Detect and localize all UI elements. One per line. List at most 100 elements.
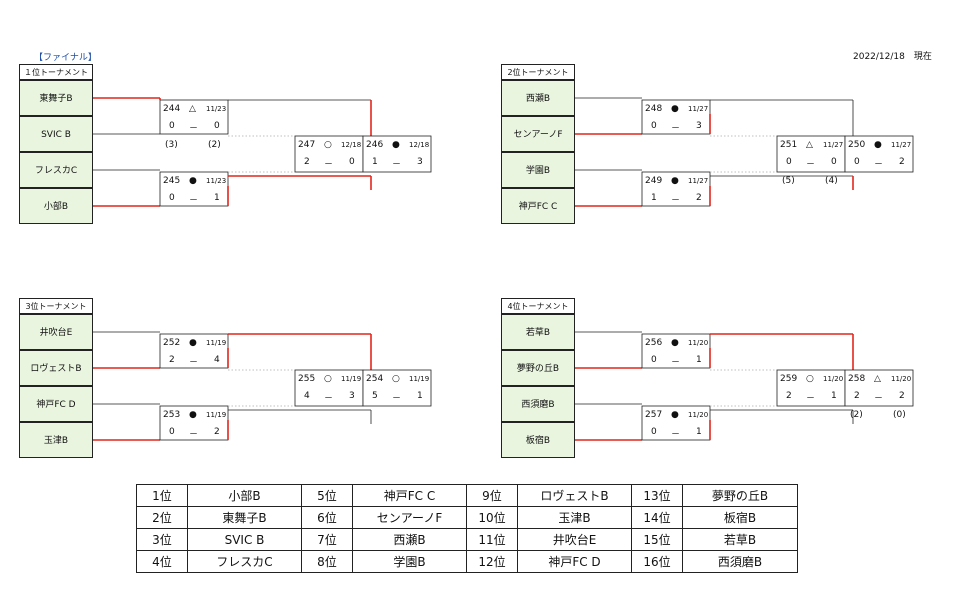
match-date: 12/18 [341, 141, 362, 149]
score-dash: － [189, 124, 199, 134]
score-away: 4 [214, 355, 220, 365]
team-cell: 神戸FC C [501, 188, 575, 224]
rank-cell: 12位 [466, 550, 518, 573]
score-away: 1 [214, 193, 220, 203]
team-name-cell: 板宿B [682, 506, 798, 529]
team-name-cell: 西須磨B [682, 550, 798, 573]
result-mark: △ [874, 374, 881, 384]
team-name-cell: 東舞子B [187, 506, 302, 529]
team-name-cell: 若草B [682, 528, 798, 551]
team-cell: 西瀬B [501, 80, 575, 116]
rank-cell: 2位 [136, 506, 188, 529]
rank-cell: 14位 [631, 506, 683, 529]
score-dash: － [189, 196, 199, 206]
pk-away: (2) [208, 140, 221, 150]
result-mark: ● [874, 140, 882, 150]
result-mark: ● [671, 338, 679, 348]
match-box [776, 369, 846, 407]
match-date: 11/23 [206, 177, 227, 185]
score-away: 2 [214, 427, 220, 437]
score-home: 2 [786, 391, 792, 401]
score-home: 2 [304, 157, 310, 167]
score-home: 5 [372, 391, 378, 401]
score-home: 4 [304, 391, 310, 401]
score-dash: － [806, 160, 816, 170]
team-name-cell: 西瀬B [352, 528, 467, 551]
match-box [362, 369, 432, 407]
score-dash: － [324, 394, 334, 404]
match-box [844, 369, 914, 407]
rank-cell: 16位 [631, 550, 683, 573]
result-mark: △ [806, 140, 813, 150]
result-mark: ○ [806, 374, 814, 384]
score-home: 1 [372, 157, 378, 167]
team-cell: 板宿B [501, 422, 575, 458]
pk-away: (0) [893, 410, 906, 420]
match-number: 246 [366, 140, 384, 150]
score-away: 2 [696, 193, 702, 203]
result-mark: ● [392, 140, 400, 150]
match-number: 257 [645, 410, 663, 420]
score-home: 0 [854, 157, 860, 167]
result-mark: ○ [324, 140, 332, 150]
match-number: 249 [645, 176, 663, 186]
score-away: 1 [831, 391, 837, 401]
team-cell: 井吹台E [19, 314, 93, 350]
score-dash: － [806, 394, 816, 404]
team-cell: センアーノF [501, 116, 575, 152]
result-mark: ● [671, 176, 679, 186]
match-number: 259 [780, 374, 798, 384]
team-cell: 学園B [501, 152, 575, 188]
result-mark: ● [189, 410, 197, 420]
team-cell: 玉津B [19, 422, 93, 458]
team-name-cell: 夢野の丘B [682, 484, 798, 507]
score-away: 3 [417, 157, 423, 167]
result-mark: ● [189, 338, 197, 348]
match-number: 253 [163, 410, 181, 420]
score-dash: － [392, 160, 402, 170]
score-away: 3 [696, 121, 702, 131]
match-number: 247 [298, 140, 316, 150]
team-name-cell: 神戸FC D [517, 550, 632, 573]
score-dash: － [324, 160, 334, 170]
score-away: 3 [349, 391, 355, 401]
pk-home: (5) [782, 176, 795, 186]
rank-cell: 11位 [466, 528, 518, 551]
score-dash: － [671, 430, 681, 440]
match-number: 255 [298, 374, 316, 384]
match-date: 11/27 [688, 105, 709, 113]
match-number: 250 [848, 140, 866, 150]
team-cell: 夢野の丘B [501, 350, 575, 386]
match-date: 11/19 [409, 375, 430, 383]
match-number: 244 [163, 104, 181, 114]
match-date: 11/19 [206, 411, 227, 419]
score-away: 2 [899, 391, 905, 401]
result-mark: ○ [392, 374, 400, 384]
match-number: 251 [780, 140, 798, 150]
match-date: 11/20 [688, 411, 709, 419]
rank-cell: 8位 [301, 550, 353, 573]
score-dash: － [189, 358, 199, 368]
score-home: 0 [651, 427, 657, 437]
tournament-header: 2位トーナメント [501, 64, 575, 80]
team-name-cell: センアーノF [352, 506, 467, 529]
rank-cell: 13位 [631, 484, 683, 507]
result-mark: ● [671, 104, 679, 114]
team-name-cell: フレスカC [187, 550, 302, 573]
team-cell: フレスカC [19, 152, 93, 188]
score-home: 0 [169, 193, 175, 203]
tournament-header: 4位トーナメント [501, 298, 575, 314]
score-home: 1 [651, 193, 657, 203]
match-number: 254 [366, 374, 384, 384]
match-date: 11/27 [891, 141, 912, 149]
rank-cell: 7位 [301, 528, 353, 551]
match-date: 11/23 [206, 105, 227, 113]
result-mark: ● [189, 176, 197, 186]
match-number: 256 [645, 338, 663, 348]
result-mark: ● [671, 410, 679, 420]
match-box [641, 99, 711, 135]
bracket-lines [575, 97, 914, 207]
match-box [362, 135, 432, 173]
